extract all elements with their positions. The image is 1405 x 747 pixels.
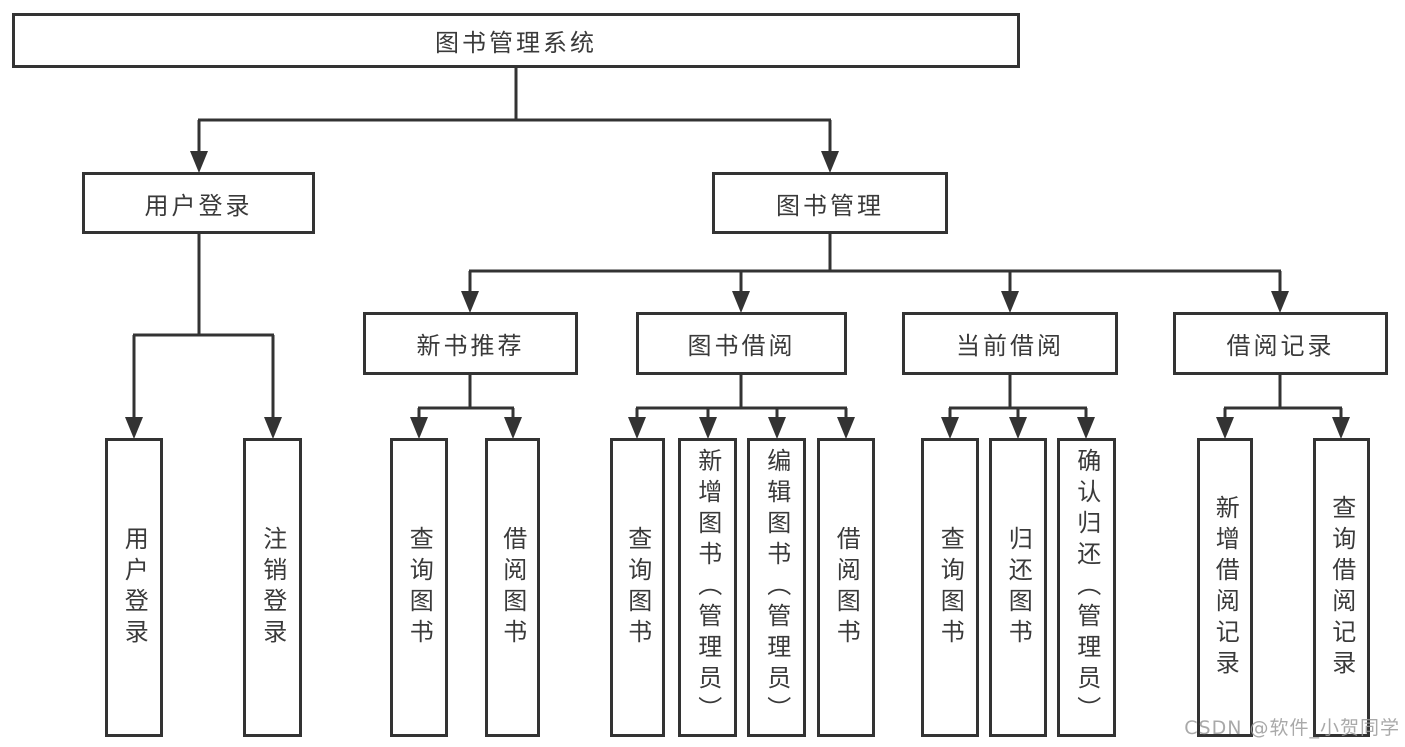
leaf-records-add-label: 新增借阅记录 <box>1211 494 1240 681</box>
node-user-login-label: 用户登录 <box>144 191 253 220</box>
leaf-logout: 注销登录 <box>243 438 302 737</box>
leaf-current-confirm-admin-label: 确认归还（管理员） <box>1072 448 1101 727</box>
leaf-borrow-borrow: 借阅图书 <box>817 438 875 737</box>
leaf-current-return-label: 归还图书 <box>1004 525 1033 650</box>
leaf-borrow-add-admin: 新增图书（管理员） <box>678 438 737 737</box>
arrowhead <box>1009 417 1027 439</box>
arrowhead <box>1271 291 1289 313</box>
leaf-records-query-label: 查询借阅记录 <box>1327 494 1356 681</box>
leaf-current-query: 查询图书 <box>921 438 979 737</box>
connector-newbook <box>417 375 515 421</box>
leaf-borrow-edit-admin-label: 编辑图书（管理员） <box>762 448 791 727</box>
node-root-label: 图书管理系统 <box>435 29 597 57</box>
connector-root <box>197 68 832 155</box>
arrowhead <box>264 417 282 439</box>
arrowhead <box>461 291 479 313</box>
arrowhead <box>699 417 717 439</box>
connector-bookmgmt <box>468 234 1282 295</box>
leaf-borrow-edit-admin: 编辑图书（管理员） <box>747 438 806 737</box>
node-book-management-label: 图书管理 <box>776 191 884 220</box>
arrowhead <box>190 151 208 173</box>
leaf-borrow-query-label: 查询图书 <box>623 525 652 650</box>
node-new-book-recommend: 新书推荐 <box>363 312 578 375</box>
leaf-records-query: 查询借阅记录 <box>1313 438 1370 737</box>
connector-borrow <box>635 375 848 421</box>
leaf-newbook-borrow: 借阅图书 <box>485 438 540 737</box>
leaf-current-return: 归还图书 <box>989 438 1047 737</box>
arrowhead <box>125 417 143 439</box>
leaf-newbook-query: 查询图书 <box>390 438 448 737</box>
node-book-management: 图书管理 <box>712 172 948 234</box>
node-borrow-records: 借阅记录 <box>1173 312 1388 375</box>
arrowhead <box>504 417 522 439</box>
node-user-login: 用户登录 <box>82 172 315 234</box>
leaf-borrow-borrow-label: 借阅图书 <box>832 525 861 650</box>
leaf-borrow-add-admin-label: 新增图书（管理员） <box>693 448 722 727</box>
arrowhead <box>941 417 959 439</box>
node-book-borrow: 图书借阅 <box>636 312 847 375</box>
arrowhead <box>628 417 646 439</box>
arrowhead <box>1001 291 1019 313</box>
watermark: CSDN @软件_小贺同学 <box>1184 717 1400 739</box>
arrowhead <box>1216 417 1234 439</box>
arrowhead <box>821 151 839 173</box>
node-current-borrow-label: 当前借阅 <box>956 332 1064 360</box>
leaf-newbook-query-label: 查询图书 <box>405 525 434 650</box>
arrowhead <box>1332 417 1350 439</box>
leaf-records-add: 新增借阅记录 <box>1197 438 1253 737</box>
connector-records <box>1223 375 1343 421</box>
leaf-current-query-label: 查询图书 <box>936 525 965 650</box>
leaf-logout-label: 注销登录 <box>258 525 287 650</box>
node-new-book-recommend-label: 新书推荐 <box>416 332 525 360</box>
node-borrow-records-label: 借阅记录 <box>1226 332 1335 360</box>
arrowhead <box>732 291 750 313</box>
leaf-current-confirm-admin: 确认归还（管理员） <box>1057 438 1116 737</box>
leaf-user-login: 用户登录 <box>105 438 163 737</box>
leaf-user-login-label: 用户登录 <box>120 525 149 650</box>
arrowhead <box>768 417 786 439</box>
leaf-newbook-borrow-label: 借阅图书 <box>498 525 527 650</box>
arrowhead <box>837 417 855 439</box>
node-book-borrow-label: 图书借阅 <box>687 332 796 360</box>
node-current-borrow: 当前借阅 <box>902 312 1118 375</box>
arrowhead <box>410 417 428 439</box>
arrowhead <box>1077 417 1095 439</box>
connector-current <box>948 375 1088 421</box>
leaf-borrow-query: 查询图书 <box>610 438 665 737</box>
node-root: 图书管理系统 <box>12 13 1020 68</box>
connector-login <box>132 234 275 421</box>
